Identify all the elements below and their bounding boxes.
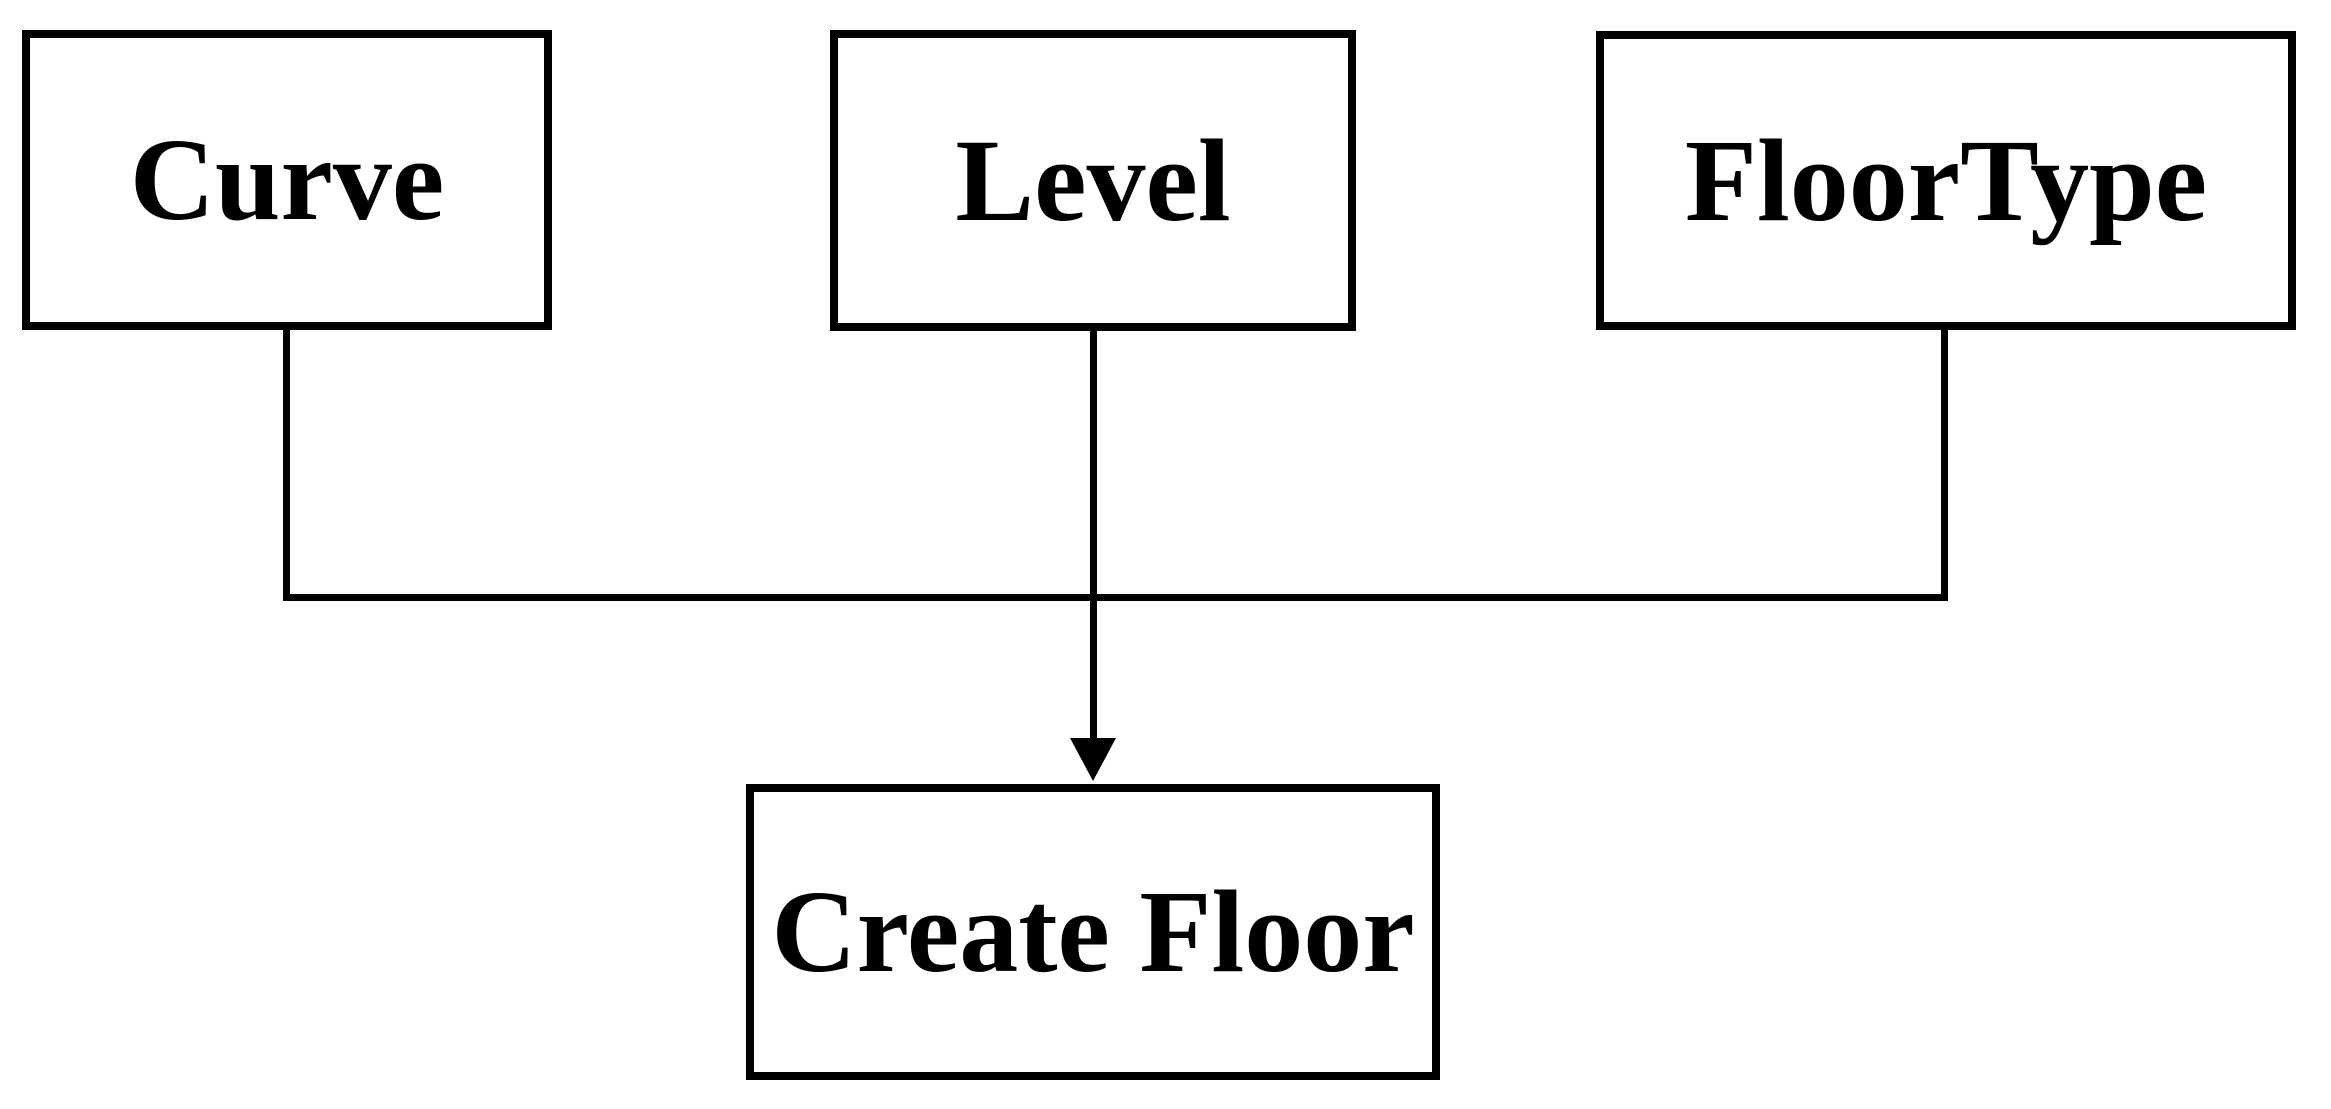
node-curve: Curve (22, 30, 552, 330)
arrow-down-icon (1070, 738, 1116, 781)
node-level-label: Level (955, 114, 1231, 246)
node-create-floor: Create Floor (746, 784, 1440, 1080)
connector-level-vertical (1090, 331, 1097, 740)
connector-floortype-vertical (1941, 330, 1948, 601)
node-floortype: FloorType (1596, 31, 2296, 330)
connector-junction-horizontal (283, 594, 1948, 601)
connector-curve-vertical (283, 330, 290, 601)
node-create-floor-label: Create Floor (771, 866, 1415, 997)
node-curve-label: Curve (129, 114, 445, 245)
node-floortype-label: FloorType (1684, 114, 2208, 246)
node-level: Level (830, 30, 1356, 331)
